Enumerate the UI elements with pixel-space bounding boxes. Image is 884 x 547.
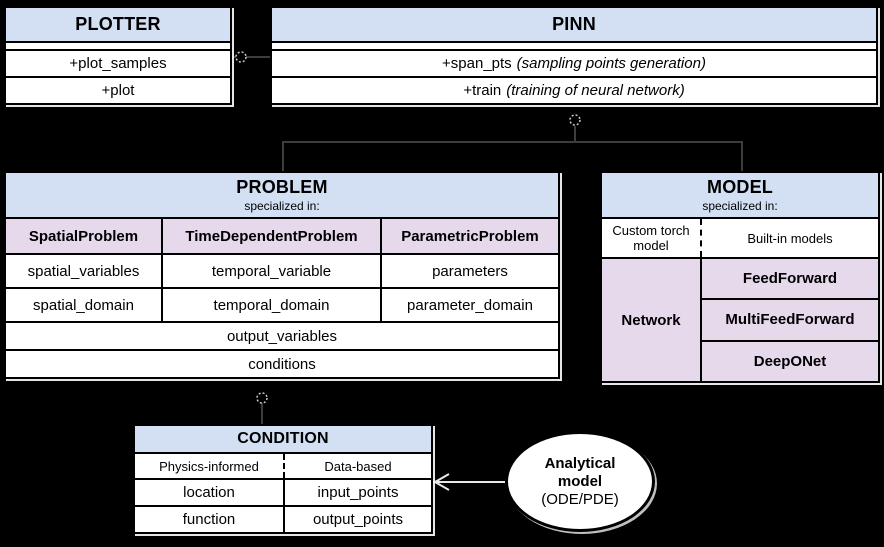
open-arrowhead-left-icon <box>432 473 450 491</box>
attribute-cell: parameter_domain <box>382 287 558 321</box>
model-lower-grid: Network FeedForward MultiFeedForward Dee… <box>602 257 878 381</box>
problem-subclass-grid: SpatialProblem spatial_variables spatial… <box>6 217 558 321</box>
condition-class-box: CONDITION Physics-informed Data-based lo… <box>133 424 433 534</box>
builtin-model-cell: FeedForward <box>702 259 878 299</box>
analytical-model-label: Analytical <box>544 454 616 472</box>
plotter-header: PLOTTER <box>6 8 230 41</box>
subclass-header: TimeDependentProblem <box>163 219 380 253</box>
plotter-method: +plot <box>6 76 230 103</box>
pinn-title: PINN <box>552 14 596 34</box>
builtin-model-cell: DeepONet <box>702 339 878 381</box>
builtin-models-column: FeedForward MultiFeedForward DeepONet <box>702 259 878 381</box>
model-subtitle: specialized in: <box>702 199 778 213</box>
attribute-cell: spatial_domain <box>6 287 161 321</box>
pinn-method-name: +span_pts <box>442 55 512 72</box>
built-in-models-cell: Built-in models <box>702 219 878 257</box>
condition-title: CONDITION <box>237 430 329 447</box>
plotter-title: PLOTTER <box>75 14 161 34</box>
pinn-method-note: (sampling points generation) <box>516 55 706 72</box>
shared-attribute-cell: output_variables <box>6 321 558 349</box>
parametric-problem-column: ParametricProblem parameters parameter_d… <box>382 219 558 321</box>
shared-attribute-cell: conditions <box>6 349 558 377</box>
subclass-header: SpatialProblem <box>6 219 161 253</box>
condition-attribute-cell: output_points <box>285 507 431 532</box>
problem-title: PROBLEM <box>236 177 328 197</box>
model-class-box: MODEL specialized in: Custom torch model… <box>600 171 880 383</box>
attribute-cell: spatial_variables <box>6 253 161 287</box>
time-dependent-problem-column: TimeDependentProblem temporal_variable t… <box>163 219 382 321</box>
model-header: MODEL specialized in: <box>602 173 878 217</box>
analytical-model-sublabel: (ODE/PDE) <box>541 490 619 508</box>
attribute-cell: temporal_domain <box>163 287 380 321</box>
pinn-method: +span_pts (sampling points generation) <box>272 49 876 76</box>
builtin-model-cell: MultiFeedForward <box>702 298 878 340</box>
pinn-method-note: (training of neural network) <box>506 82 685 99</box>
custom-torch-model-cell: Custom torch model <box>602 219 702 257</box>
network-cell: Network <box>602 259 702 381</box>
anchor-circle-icon <box>569 114 581 126</box>
model-title: MODEL <box>707 177 773 197</box>
plotter-class-box: PLOTTER +plot_samples +plot <box>4 6 232 105</box>
problem-header: PROBLEM specialized in: <box>6 173 558 217</box>
pinn-method: +train (training of neural network) <box>272 76 876 103</box>
pinn-header: PINN <box>272 8 876 41</box>
condition-attribute-cell: location <box>135 480 285 505</box>
data-based-cell: Data-based <box>285 454 431 478</box>
problem-class-box: PROBLEM specialized in: SpatialProblem s… <box>4 171 560 379</box>
analytical-model-label: model <box>557 472 603 490</box>
problem-subtitle: specialized in: <box>244 199 320 213</box>
condition-attribute-cell: input_points <box>285 480 431 505</box>
condition-attribute-cell: function <box>135 507 285 532</box>
attribute-cell: temporal_variable <box>163 253 380 287</box>
condition-row: function output_points <box>135 505 431 532</box>
plotter-method: +plot_samples <box>6 49 230 76</box>
pinn-method-name: +train <box>463 82 502 99</box>
plotter-attributes-section <box>6 41 230 49</box>
subclass-header: ParametricProblem <box>382 219 558 253</box>
condition-row: location input_points <box>135 478 431 505</box>
analytical-model-ellipse: Analytical model (ODE/PDE) <box>505 431 655 532</box>
model-split-row: Custom torch model Built-in models <box>602 217 878 257</box>
anchor-circle-icon <box>235 51 247 63</box>
attribute-cell: parameters <box>382 253 558 287</box>
spatial-problem-column: SpatialProblem spatial_variables spatial… <box>6 219 163 321</box>
condition-header: CONDITION <box>135 426 431 452</box>
anchor-circle-icon <box>256 392 268 404</box>
pinn-attributes-section <box>272 41 876 49</box>
condition-split-row: Physics-informed Data-based <box>135 452 431 478</box>
pinn-class-box: PINN +span_pts (sampling points generati… <box>270 6 878 105</box>
physics-informed-cell: Physics-informed <box>135 454 285 478</box>
